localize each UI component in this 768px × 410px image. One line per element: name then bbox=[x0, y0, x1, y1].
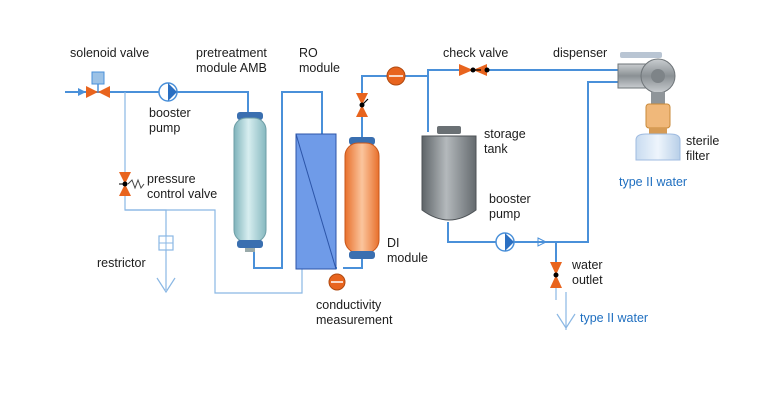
solenoid-valve-label: solenoid valve bbox=[70, 46, 150, 60]
pressure-control-valve-icon bbox=[119, 172, 145, 196]
pressure-control-label-line1: pressure bbox=[147, 172, 196, 186]
ro-label-line1: RO bbox=[299, 46, 318, 60]
type-ii-water-bottom-label: type II water bbox=[580, 311, 649, 325]
storage-tank-label-line2: tank bbox=[484, 142, 508, 156]
di-module-label-line2: module bbox=[387, 251, 428, 265]
storage-tank bbox=[421, 126, 477, 221]
pretreatment-module bbox=[233, 112, 267, 252]
restrictor-icon bbox=[158, 235, 174, 251]
booster-pump-label-line1: booster bbox=[149, 106, 191, 120]
type-ii-water-top-label: type II water bbox=[619, 175, 688, 189]
storage-tank-label-line1: storage bbox=[484, 127, 526, 141]
di-module-label-line1: DI bbox=[387, 236, 400, 250]
water-outlet-label-line1: water bbox=[572, 258, 603, 272]
di-module bbox=[344, 137, 380, 259]
water-outlet-label-line2: outlet bbox=[572, 273, 603, 287]
booster-pump-label-line2: pump bbox=[149, 121, 181, 135]
booster-pump-2-label-line2: pump bbox=[489, 207, 521, 221]
check-valve-icon bbox=[459, 64, 490, 76]
inlet-arrow-icon bbox=[78, 88, 86, 96]
restrictor-label: restrictor bbox=[97, 256, 146, 270]
ro-label-line2: module bbox=[299, 61, 340, 75]
ro-module bbox=[295, 133, 337, 270]
sterile-filter-label-line1: sterile bbox=[686, 134, 720, 148]
conductivity-label-line2: measurement bbox=[316, 313, 393, 327]
booster-pump-2-icon bbox=[495, 232, 515, 252]
solenoid-valve-icon bbox=[86, 71, 110, 98]
flow-direction-arrow-icon bbox=[537, 237, 548, 247]
sterile-filter-label-line2: filter bbox=[686, 149, 710, 163]
check-valve-label: check valve bbox=[443, 46, 509, 60]
dispenser-icon bbox=[617, 52, 676, 104]
booster-pump-icon bbox=[158, 82, 178, 102]
pressure-control-label-line2: control valve bbox=[147, 187, 218, 201]
main-pipes bbox=[65, 69, 620, 269]
booster-pump-2-label-line1: booster bbox=[489, 192, 531, 206]
ro-check-valve-icon bbox=[356, 93, 369, 117]
pretreatment-label-line2: module AMB bbox=[196, 61, 267, 75]
dispenser-label: dispenser bbox=[553, 46, 608, 60]
pretreatment-label-line1: pretreatment bbox=[196, 46, 267, 60]
sterile-filter-icon bbox=[635, 103, 681, 161]
conductivity-label-line1: conductivity bbox=[316, 298, 382, 312]
water-outlet-valve-icon bbox=[550, 262, 562, 288]
